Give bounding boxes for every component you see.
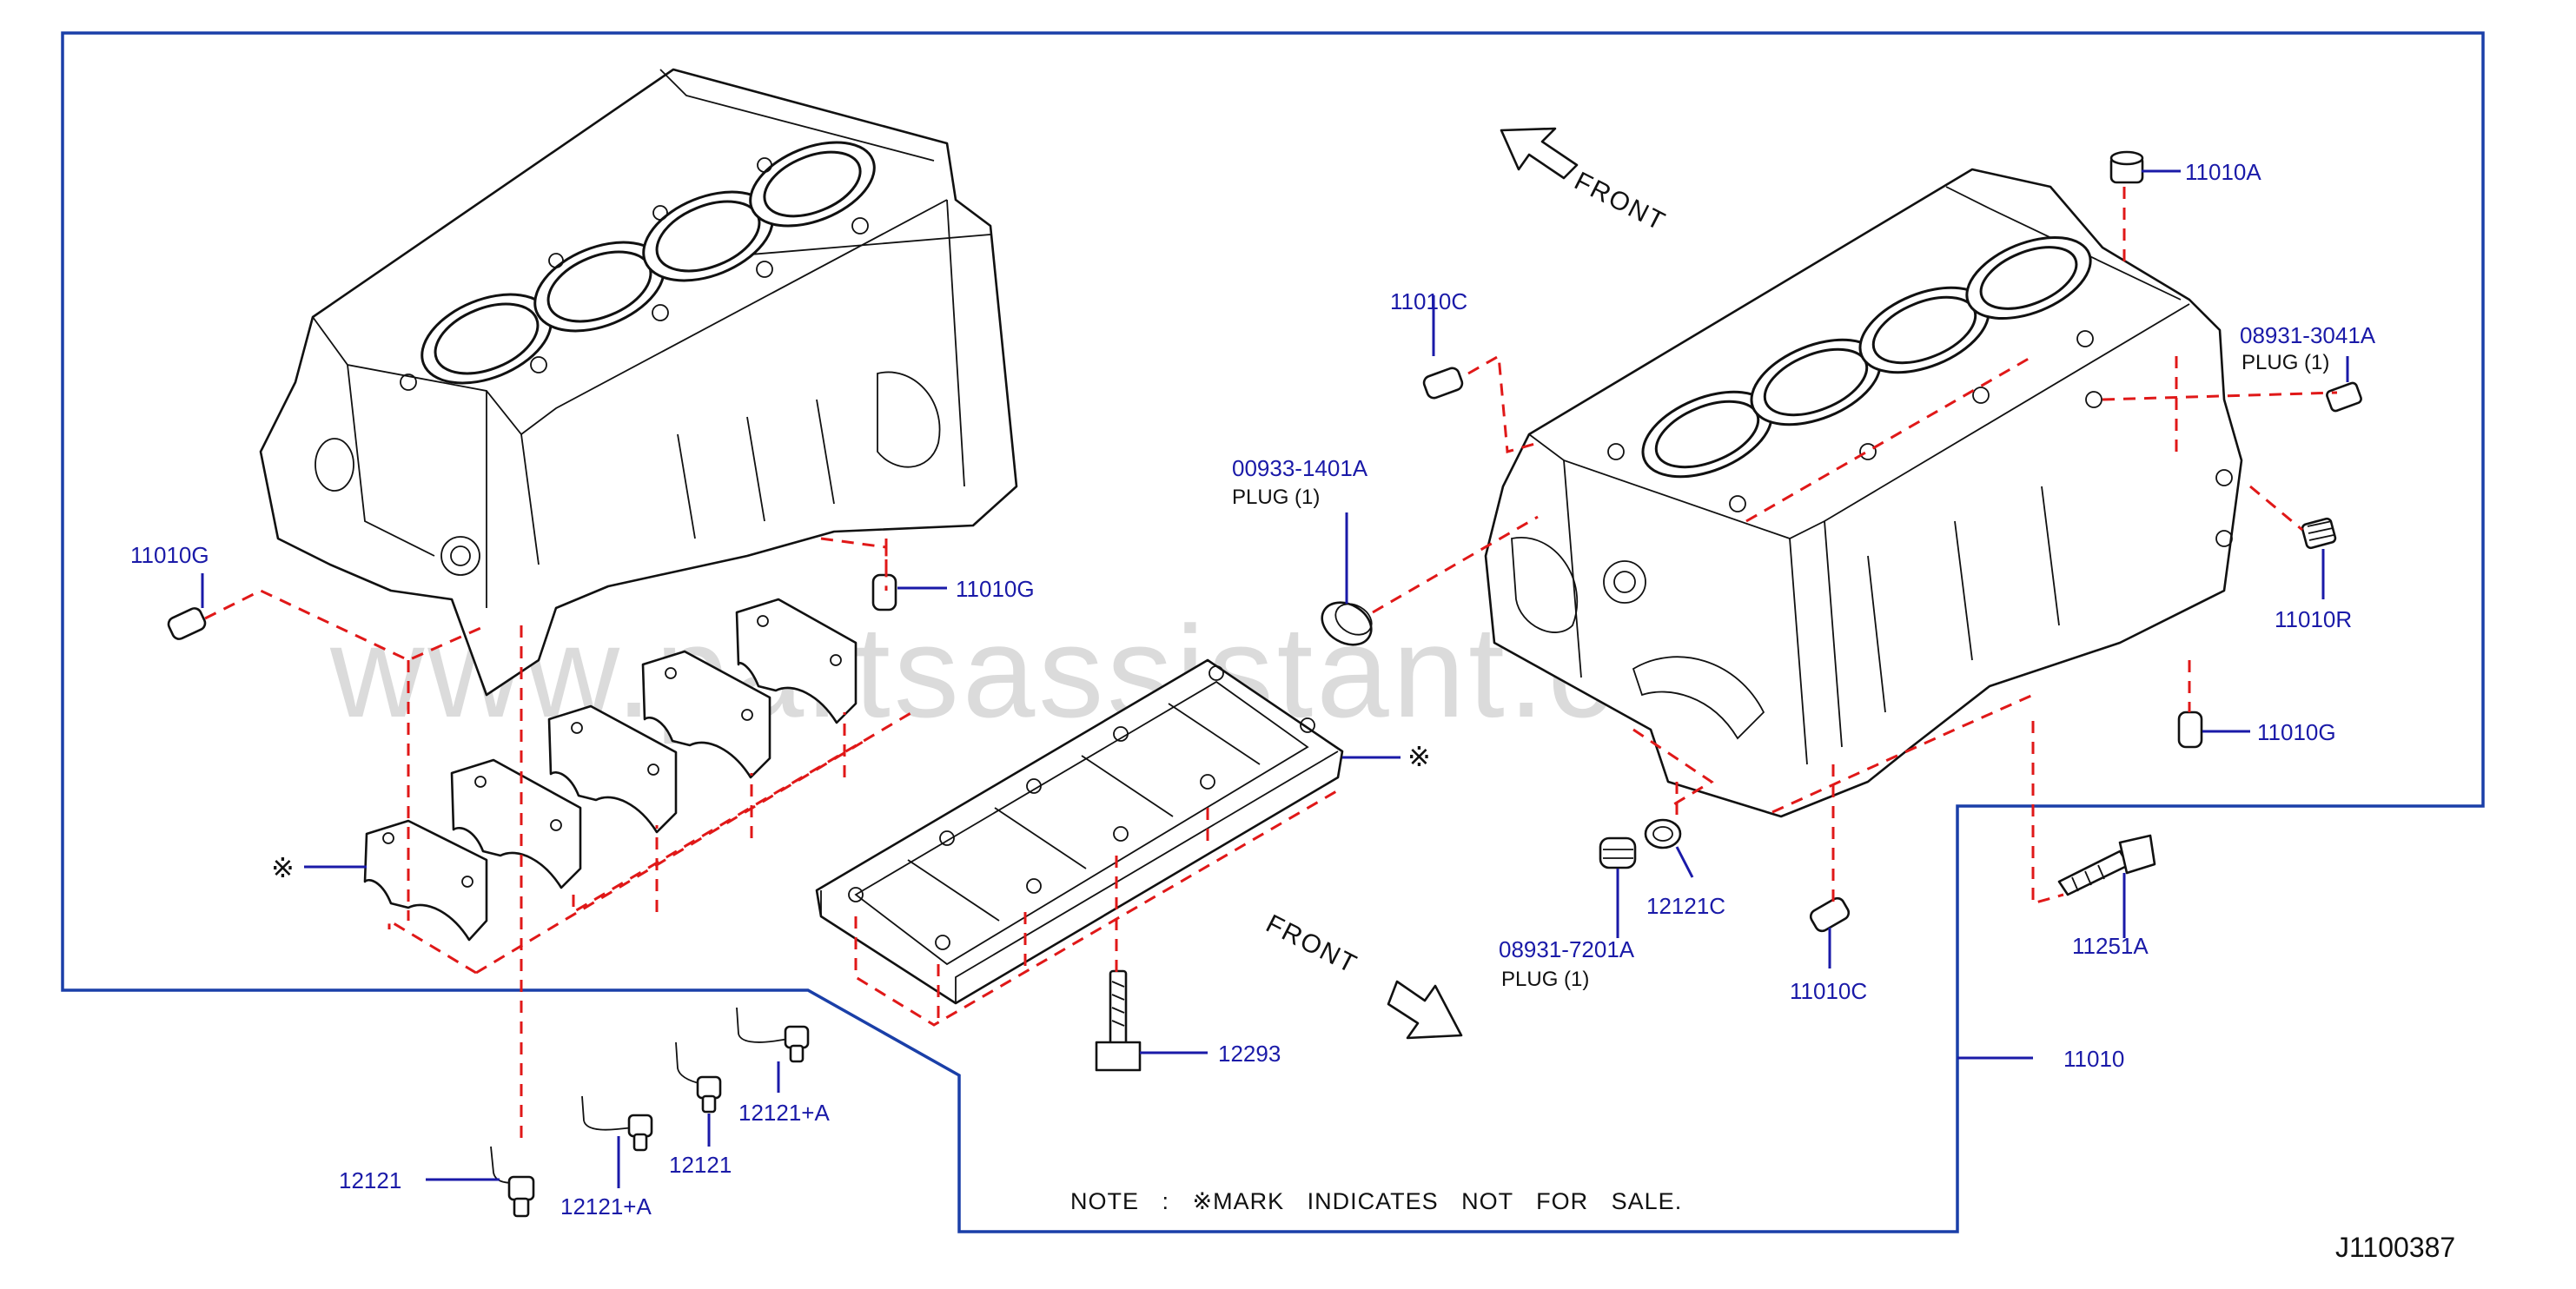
dowel-11010G-right[interactable]: [2177, 711, 2203, 749]
bolt-12293[interactable]: [1095, 969, 1142, 1072]
label-11010G-right[interactable]: 11010G: [2257, 719, 2336, 745]
main-bearing-cap[interactable]: [450, 758, 582, 889]
dowel-11010G-left[interactable]: [166, 606, 207, 641]
label-11251A[interactable]: 11251A: [2072, 933, 2149, 959]
label-12293[interactable]: 12293: [1218, 1041, 1281, 1067]
label-00933-1401A[interactable]: 00933-1401A: [1232, 455, 1368, 481]
dowel-11010C-top[interactable]: [1422, 367, 1464, 400]
not-for-sale-note: NOTE : ※MARK INDICATES NOT FOR SALE.: [1070, 1188, 1682, 1214]
label-12121-a[interactable]: 12121: [339, 1167, 401, 1193]
front-label-bottom: FRONT: [1262, 909, 1362, 980]
dowel-11010C-bottom[interactable]: [1808, 896, 1851, 934]
front-arrow-bottom: FRONT: [1262, 909, 1463, 1040]
oil-jet-12121-a[interactable]: [490, 1146, 535, 1218]
front-label-top: FRONT: [1570, 167, 1671, 237]
dowel-11010G-mid[interactable]: [871, 573, 897, 611]
not-for-sale-mark-caps: ※: [271, 852, 295, 883]
label-12121-b[interactable]: 12121: [669, 1152, 732, 1178]
main-bearing-cap[interactable]: [735, 598, 858, 724]
front-arrow-top: FRONT: [1500, 127, 1671, 237]
bolt-11251A[interactable]: [2057, 834, 2156, 896]
label-11010G-mid[interactable]: 11010G: [956, 576, 1035, 602]
plug-08931-3041A[interactable]: [2326, 381, 2362, 413]
leader-lines: [201, 169, 2349, 1188]
sleeve-11010A[interactable]: [2109, 150, 2144, 184]
oil-jet-12121A-b[interactable]: [736, 1007, 810, 1063]
main-bearing-cap[interactable]: [363, 819, 488, 942]
cylinder-block-right[interactable]: [1484, 168, 2243, 818]
plug-00933-1401A[interactable]: [1314, 594, 1379, 653]
oil-jet-12121A-a[interactable]: [581, 1095, 653, 1152]
plug-note-3041: PLUG (1): [2242, 351, 2329, 374]
label-11010A[interactable]: 11010A: [2185, 159, 2261, 185]
oil-jet-12121-b[interactable]: [675, 1041, 722, 1114]
washer-12121C[interactable]: [1644, 818, 1682, 849]
label-11010R[interactable]: 11010R: [2275, 606, 2352, 632]
plug-note-7201: PLUG (1): [1501, 968, 1589, 991]
label-11010C-bottom[interactable]: 11010C: [1790, 978, 1867, 1004]
label-08931-3041A[interactable]: 08931-3041A: [2240, 322, 2376, 348]
assembly-frame: [61, 31, 2485, 1233]
main-bearing-cap[interactable]: [641, 650, 771, 779]
label-12121A-a[interactable]: 12121+A: [560, 1193, 652, 1220]
label-11010G-left[interactable]: 11010G: [130, 542, 209, 568]
alignment-lines: [204, 187, 2338, 1147]
main-bearing-cap[interactable]: [547, 704, 678, 834]
plug-08931-7201A[interactable]: [1599, 836, 1637, 869]
diagram-code: J1100387: [2335, 1232, 2455, 1263]
label-12121A-b[interactable]: 12121+A: [738, 1100, 830, 1126]
ladder-frame[interactable]: [815, 658, 1344, 1005]
label-11010C-top[interactable]: 11010C: [1390, 288, 1467, 314]
plug-11010R[interactable]: [2301, 517, 2337, 550]
label-12121C[interactable]: 12121C: [1646, 893, 1725, 919]
plug-note-00933: PLUG (1): [1232, 486, 1320, 509]
not-for-sale-mark-ladder: ※: [1407, 741, 1431, 772]
cylinder-block-left[interactable]: [259, 68, 1018, 697]
main-bearing-cap-set[interactable]: [363, 598, 858, 942]
label-08931-7201A[interactable]: 08931-7201A: [1499, 936, 1635, 962]
label-11010[interactable]: 11010: [2063, 1046, 2124, 1072]
